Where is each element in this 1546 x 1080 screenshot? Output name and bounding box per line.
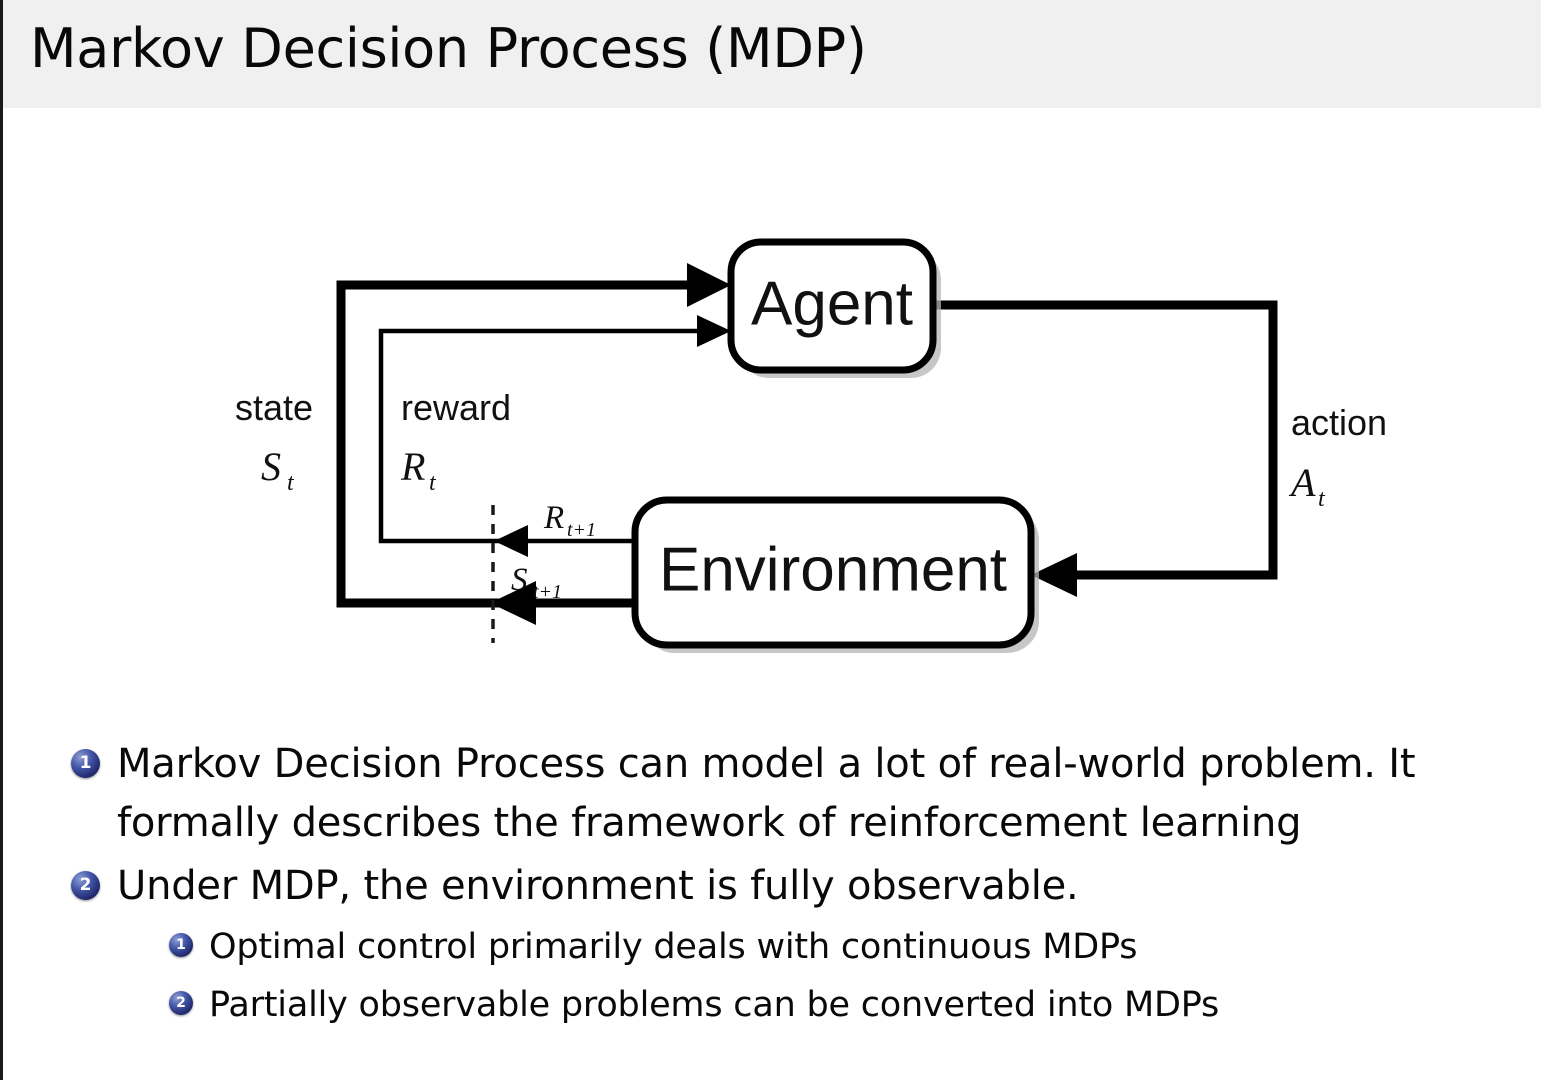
action-label-subscript: t [1318,486,1326,512]
state-label-symbol: S [261,444,281,489]
list-item: 1 Optimal control primarily deals with c… [3,920,1546,974]
list-item: 1 Markov Decision Process can model a lo… [3,735,1546,853]
reward-next-subscript: t+1 [567,519,596,541]
state-next-symbol: S [511,562,528,598]
state-label-subscript: t [287,470,295,496]
reward-flow-line [378,328,703,544]
agent-box [727,238,937,374]
sub-bullet-text-2: Partially observable problems can be con… [209,985,1220,1025]
environment-label: Environment [659,535,1007,604]
state-flow-line [336,280,703,608]
bullet-text-1: Markov Decision Process can model a lot … [117,735,1527,853]
sub-bullet-marker-2: 2 [169,991,193,1015]
reward-return-arrowhead [494,525,528,557]
list-item: 2 Partially observable problems can be c… [3,978,1546,1032]
bullet-line: formally describes the framework of rein… [117,800,1302,846]
environment-box [631,496,1035,649]
action-arrowhead [1031,553,1077,597]
action-flow-line [933,300,1278,580]
mdp-diagram: Agent Environment state S t reward R t a… [3,150,1546,690]
slide-header-band [3,0,1541,108]
agent-label: Agent [751,269,913,338]
reward-label-subscript: t [429,470,437,496]
page-title: Markov Decision Process (MDP) [30,17,867,80]
bullet-line: Under MDP, the environment is fully obse… [117,863,1079,909]
sub-bullet-marker-1: 1 [169,933,193,957]
bullet-marker-1: 1 [71,749,100,778]
action-label-word: action [1291,402,1387,443]
state-return-arrowhead [490,581,536,625]
state-next-subscript: t+1 [533,581,562,603]
reward-label-word: reward [401,387,511,428]
list-item: 2 Under MDP, the environment is fully ob… [3,857,1546,916]
action-label-symbol: A [1288,460,1316,505]
sub-bullet-text-1: Optimal control primarily deals with con… [209,927,1138,967]
reward-next-symbol: R [543,500,564,536]
reward-arrowhead [697,315,731,347]
reward-label-symbol: R [400,444,425,489]
state-arrowhead [687,263,731,307]
state-label-word: state [235,387,313,428]
bullet-list: 1 Markov Decision Process can model a lo… [3,735,1546,1036]
bullet-marker-2: 2 [71,871,100,900]
bullet-text-2: Under MDP, the environment is fully obse… [117,857,1527,916]
bullet-line: Markov Decision Process can model a lot … [117,741,1416,787]
